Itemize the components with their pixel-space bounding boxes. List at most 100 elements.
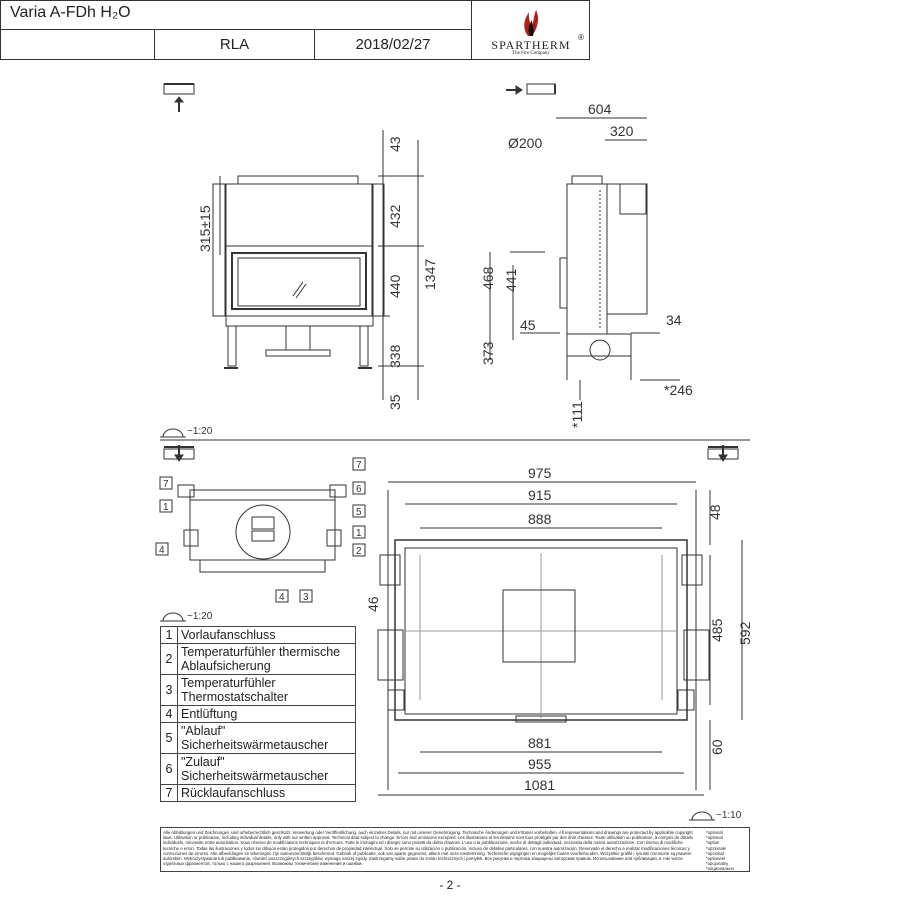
title-cell-empty xyxy=(0,30,155,60)
optional-note: *optional xyxy=(706,830,723,835)
legend-row: 5"Ablauf" Sicherheitswärmetauscher xyxy=(160,722,356,754)
callout-7a: 7 xyxy=(163,479,169,490)
front-view-drawing xyxy=(212,130,424,400)
legend-number: 6 xyxy=(160,753,178,785)
dim-592: 592 xyxy=(737,621,753,645)
callout-1b: 1 xyxy=(356,528,362,539)
callout-6: 6 xyxy=(356,484,362,495)
optional-note: *opcjonalny xyxy=(706,861,729,867)
side-view-drawing xyxy=(489,117,680,400)
legend-number: 4 xyxy=(160,705,178,723)
callout-4a: 4 xyxy=(159,545,165,556)
footer-disclaimer: Alle Abbildungen und Zeichnungen sind ur… xyxy=(160,827,750,872)
view-arrow-top-right-icon xyxy=(707,445,739,462)
title-block: Varia A-FDh H₂O RLA 2018/02/27 SPARTHERM… xyxy=(0,0,590,60)
dim-1081: 1081 xyxy=(524,777,555,793)
legend-number: 3 xyxy=(160,674,178,706)
optional-note: *опционально xyxy=(706,866,734,872)
legend-text: Vorlaufanschluss xyxy=(177,626,356,644)
optional-note: *option xyxy=(706,840,720,846)
flame-icon xyxy=(524,10,539,36)
legend-text: Rücklaufanschluss xyxy=(177,784,356,802)
legend-text: "Zulauf" Sicherheitswärmetauscher xyxy=(177,753,356,785)
model-title: Varia A-FDh H₂O xyxy=(10,4,131,21)
optional-note: *opcional xyxy=(706,850,724,856)
dim-955: 955 xyxy=(528,756,552,772)
scale-plan: ~1:10 xyxy=(716,810,742,821)
legend-text: Entlüftung xyxy=(177,705,356,723)
brand-tagline: The Fire Company xyxy=(512,51,550,56)
plan-view-drawing xyxy=(377,481,743,796)
disclaimer-text: Alle Abbildungen und Zeichnungen sind ur… xyxy=(163,830,693,867)
scale-elevation: ~1:20 xyxy=(187,426,213,437)
dim-35: 35 xyxy=(387,394,403,410)
code-cell: RLA xyxy=(155,30,315,60)
scale-icon xyxy=(160,428,186,438)
dim-441: 441 xyxy=(503,268,519,292)
dim-60: 60 xyxy=(709,739,725,755)
view-arrow-side-icon xyxy=(506,83,556,95)
dim-45: 45 xyxy=(520,317,536,333)
callout-5: 5 xyxy=(356,507,362,518)
legend-number: 7 xyxy=(160,784,178,802)
dim-440: 440 xyxy=(387,274,403,298)
optional-note: *opzionale xyxy=(706,845,727,851)
dim-338: 338 xyxy=(387,344,403,368)
scale-labels: ~1:20 ~1:20 ~1:10 xyxy=(187,426,742,821)
side-view-dims: 604 320 Ø200 468 441 45 34 373 *111 *246 xyxy=(480,101,693,428)
optional-notes: *optional*optional*option*opzionale*opci… xyxy=(706,830,748,872)
scale-icon-2 xyxy=(160,612,186,622)
dim-320: 320 xyxy=(610,123,634,139)
dim-48: 48 xyxy=(707,504,723,520)
spartherm-logo: SPARTHERM ® The Fire Company xyxy=(472,0,590,60)
dim-485: 485 xyxy=(709,618,725,642)
detail-callouts: 7 1 4 7 6 5 1 2 4 3 xyxy=(155,457,366,603)
callout-7b: 7 xyxy=(356,460,362,471)
dim-34: 34 xyxy=(666,312,682,328)
front-view-dims: 43 432 440 338 1347 35 315±15 xyxy=(197,136,438,410)
scale-detail: ~1:20 xyxy=(187,611,213,622)
legend-number: 5 xyxy=(160,722,178,754)
brand-name: SPARTHERM xyxy=(491,38,571,52)
dim-flue: Ø200 xyxy=(508,135,542,151)
registered-mark: ® xyxy=(578,33,584,42)
legend-text: Temperaturfühler Thermostatschalter xyxy=(177,674,356,706)
legend-row: 6"Zulauf" Sicherheitswärmetauscher xyxy=(160,753,356,785)
title-row: Varia A-FDh H₂O xyxy=(0,0,472,30)
callout-2: 2 xyxy=(356,546,362,557)
optional-note: *optioneel xyxy=(706,856,726,862)
dim-975: 975 xyxy=(528,465,552,481)
legend-number: 1 xyxy=(160,626,178,644)
page-number: - 2 - xyxy=(439,878,461,892)
dim-43: 43 xyxy=(387,136,403,152)
dim-door: 315±15 xyxy=(197,205,213,252)
dim-881: 881 xyxy=(528,735,552,751)
dim-46: 46 xyxy=(365,596,381,612)
dim-432: 432 xyxy=(387,204,403,228)
dim-373: 373 xyxy=(480,341,496,365)
dim-1347: 1347 xyxy=(422,259,438,290)
dim-246: *246 xyxy=(664,382,693,398)
dim-888: 888 xyxy=(528,511,552,527)
dim-915: 915 xyxy=(528,487,552,503)
legend-text: "Ablauf" Sicherheitswärmetauscher xyxy=(177,722,356,754)
dim-604: 604 xyxy=(588,101,612,117)
detail-view-drawing xyxy=(177,484,347,573)
view-arrow-front-icon xyxy=(163,83,195,112)
dim-111: *111 xyxy=(569,401,585,428)
callout-4b: 4 xyxy=(279,592,285,603)
date-cell: 2018/02/27 xyxy=(315,30,472,60)
plan-view-dims: 975 915 888 881 955 1081 48 46 485 592 6… xyxy=(365,465,753,793)
dim-468: 468 xyxy=(480,266,496,290)
optional-note: *optional xyxy=(706,835,723,841)
legend-number: 2 xyxy=(160,643,178,675)
view-arrow-top-icon xyxy=(163,445,195,462)
callout-1a: 1 xyxy=(163,502,169,513)
